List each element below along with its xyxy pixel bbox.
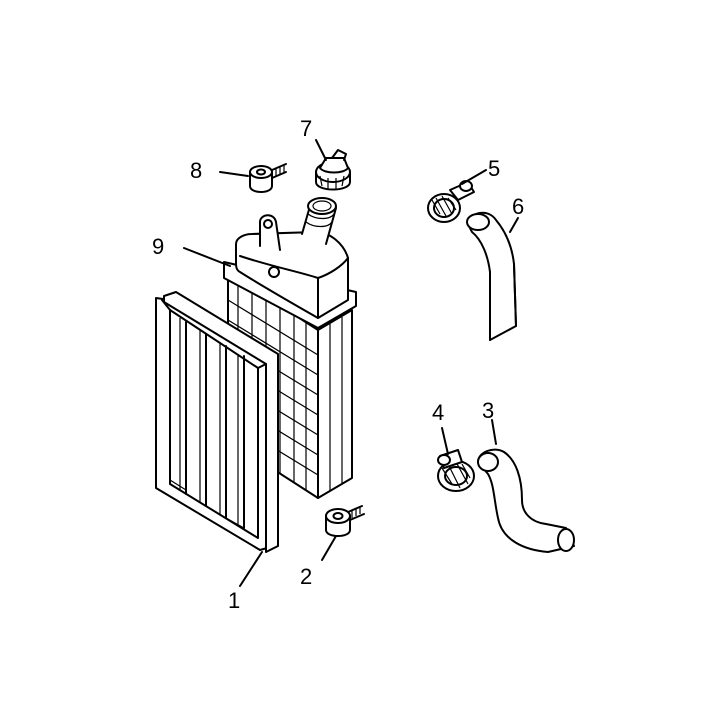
leader-3: [491, 419, 497, 445]
hose-clamp-lower: [437, 449, 475, 492]
leader-4: [441, 427, 449, 455]
callout-8: 8: [190, 158, 202, 183]
leader-8: [219, 171, 249, 177]
callout-3: 3: [482, 398, 494, 423]
radiator-hose-lower: [477, 448, 575, 553]
callout-7: 7: [300, 116, 312, 141]
callout-9: 9: [152, 234, 164, 259]
callout-5: 5: [488, 156, 500, 181]
leader-2: [321, 535, 337, 561]
hose-clamp-upper: [427, 180, 475, 223]
callout-1: 1: [228, 588, 240, 613]
mounting-bolt-upper: [249, 163, 287, 193]
callout-4: 4: [432, 400, 444, 425]
leader-7: [315, 139, 327, 161]
leader-9: [183, 247, 231, 267]
leader-lines: [183, 139, 519, 587]
mounting-bolt-lower: [325, 505, 365, 537]
radiator-cap: [315, 149, 351, 191]
radiator-hose-upper: [466, 211, 517, 341]
callout-2: 2: [300, 564, 312, 589]
leader-1: [239, 551, 263, 587]
callout-6: 6: [512, 194, 524, 219]
callout-labels: 1 2 3 4 5 6 7 8 9: [152, 116, 524, 613]
leader-5: [461, 169, 487, 185]
leader-6: [509, 217, 519, 233]
radiator-guard: [155, 291, 279, 553]
